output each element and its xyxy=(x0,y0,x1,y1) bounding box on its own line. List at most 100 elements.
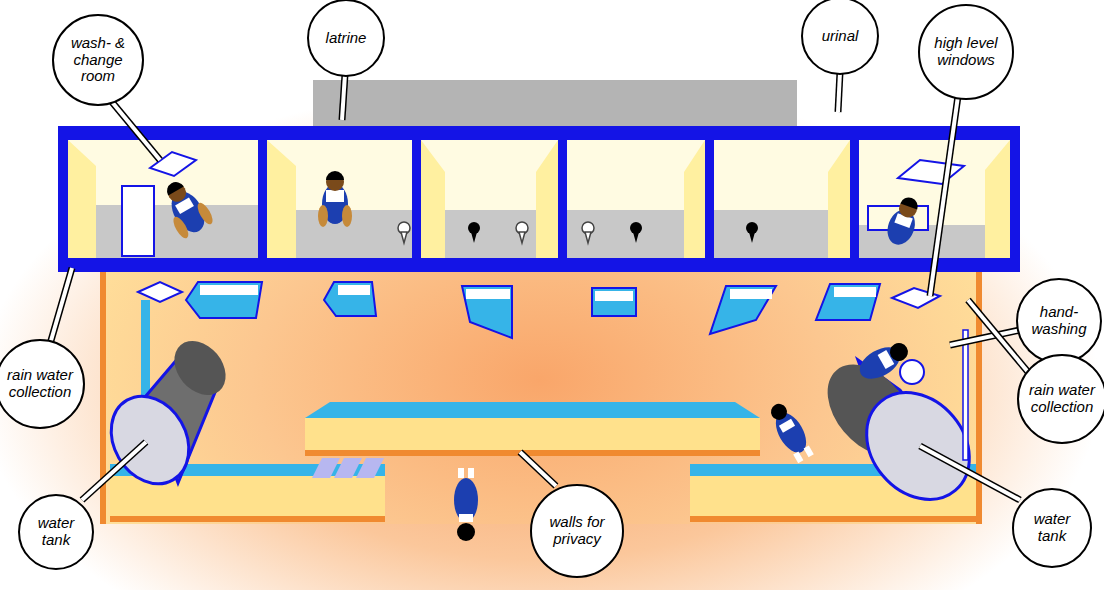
bubble-circle xyxy=(1017,279,1101,363)
leader-line xyxy=(112,102,160,160)
callout-text: walls for privacy xyxy=(532,514,622,548)
person xyxy=(883,194,924,249)
callout-bubble: high level windows xyxy=(918,4,1014,100)
wall-face xyxy=(305,418,760,450)
callout-text: hand- washing xyxy=(1018,304,1100,338)
window-glass xyxy=(200,285,876,301)
vent-grate xyxy=(898,160,964,184)
callout-text: high level windows xyxy=(920,35,1012,69)
bubble-circle xyxy=(0,340,84,428)
basin xyxy=(900,360,924,384)
squat-pan xyxy=(471,232,477,243)
wall-frame xyxy=(58,258,1020,272)
people xyxy=(155,171,924,541)
cubicle-floor xyxy=(567,210,684,258)
leader-line xyxy=(342,74,345,120)
person xyxy=(768,401,790,423)
squat-pan xyxy=(582,222,594,243)
bubble-circle xyxy=(802,0,878,74)
squat-pan xyxy=(519,232,525,243)
squat-pan xyxy=(468,222,480,243)
leader-line xyxy=(838,72,840,112)
squat-pan xyxy=(630,222,642,243)
person xyxy=(318,171,352,227)
leader-line xyxy=(50,268,72,344)
callout-text: water tank xyxy=(20,515,92,549)
wall-frame xyxy=(58,126,1020,140)
callout-text: rain water collection xyxy=(0,367,83,401)
cubicle-side xyxy=(985,140,1010,258)
hatching xyxy=(312,458,384,478)
leader-line xyxy=(82,442,146,500)
window xyxy=(710,286,776,334)
cubicle-floor xyxy=(296,210,412,258)
callout-bubble: urinal xyxy=(801,0,879,75)
leader-line xyxy=(930,96,958,296)
windows xyxy=(138,282,940,338)
wall-frame xyxy=(258,126,267,272)
leader-line xyxy=(520,452,556,486)
tank-back xyxy=(164,331,236,405)
callout-text: rain water collection xyxy=(1019,382,1104,416)
cubicle-side xyxy=(267,140,296,258)
cubicle-side xyxy=(68,140,96,258)
person xyxy=(164,179,184,196)
squat-pan xyxy=(401,232,407,243)
leader-line xyxy=(838,72,840,112)
bubble-circle xyxy=(53,15,143,105)
cubicle-side xyxy=(536,140,558,258)
bubble-circle xyxy=(1013,489,1091,567)
callout-text: latrine xyxy=(309,30,383,47)
person xyxy=(326,171,344,180)
leader-line xyxy=(920,446,1020,500)
person xyxy=(454,478,478,522)
callout-bubble: latrine xyxy=(307,0,385,77)
leader-line xyxy=(342,74,345,120)
callout-bubble: wash- & change room xyxy=(52,14,144,106)
callout-text: wash- & change room xyxy=(54,35,142,85)
wall-frame xyxy=(1010,126,1020,272)
tank-front xyxy=(96,382,204,498)
person xyxy=(155,174,215,241)
squat-pans xyxy=(398,222,758,243)
downpipe xyxy=(963,330,968,460)
person xyxy=(900,195,920,210)
person xyxy=(171,215,192,241)
callout-bubble: hand- washing xyxy=(1016,278,1102,364)
window xyxy=(462,286,512,338)
leader-line xyxy=(930,96,958,296)
person xyxy=(779,419,795,433)
window-glass xyxy=(834,287,876,297)
callout-text: urinal xyxy=(803,28,877,45)
leader-line xyxy=(520,452,556,486)
person xyxy=(459,514,473,522)
bench xyxy=(122,186,154,256)
wall-frame xyxy=(705,126,714,272)
squat-pan xyxy=(516,222,528,243)
person xyxy=(765,399,817,465)
window xyxy=(324,282,376,316)
squat-pan xyxy=(746,222,758,243)
cubicle-floor xyxy=(445,210,536,258)
callout-bubble: walls for privacy xyxy=(530,484,624,578)
callout-bubble: rain water collection xyxy=(1017,354,1104,444)
person xyxy=(318,205,328,227)
wall-base xyxy=(690,516,976,522)
wall-frame xyxy=(58,126,68,272)
window-glass xyxy=(466,289,510,299)
callout-bubble: rain water collection xyxy=(0,339,85,429)
squat-pan xyxy=(585,232,591,243)
person xyxy=(195,201,216,227)
person xyxy=(468,468,474,478)
cubicle-floor xyxy=(714,210,828,258)
leader-line xyxy=(82,442,146,500)
cubicle-side xyxy=(421,140,445,258)
wall-base xyxy=(110,516,385,522)
window-glass xyxy=(338,285,370,295)
leader-lines xyxy=(50,72,1028,500)
person xyxy=(342,205,352,227)
wall-base xyxy=(305,450,760,456)
bubble-circle xyxy=(919,5,1013,99)
callout-bubble: water tank xyxy=(18,494,94,570)
